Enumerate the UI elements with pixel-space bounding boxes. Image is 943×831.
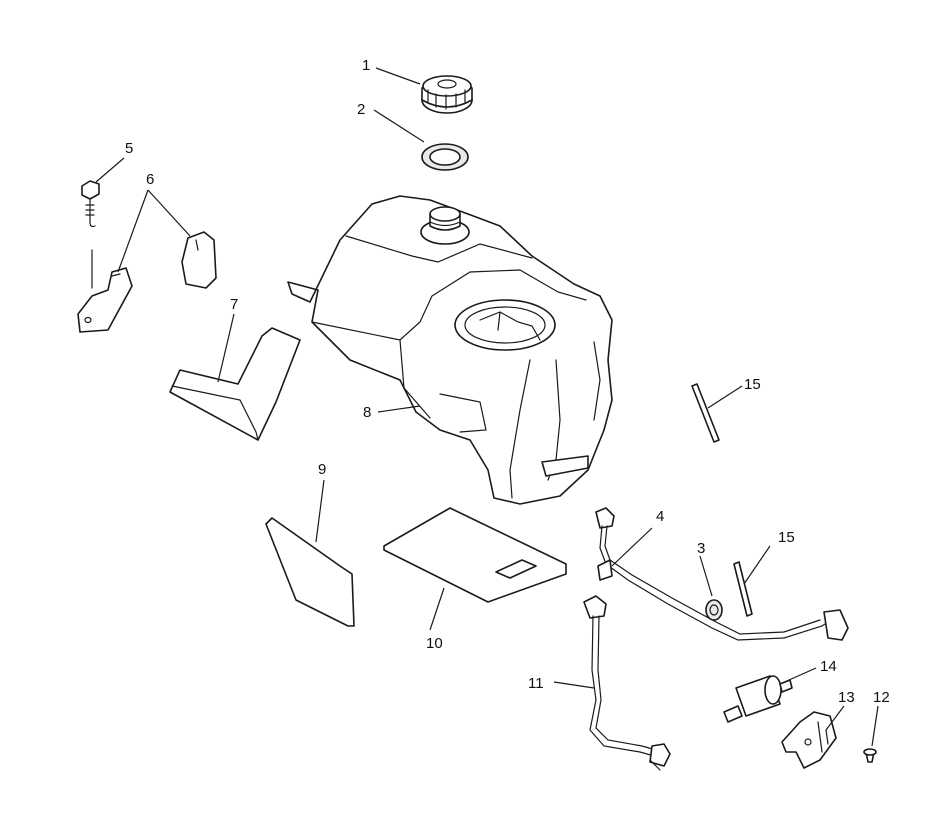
callout-15-upper: 15 xyxy=(744,376,761,393)
fuel-tank xyxy=(287,195,613,505)
callout-6: 6 xyxy=(146,171,154,188)
fuel-line-supply xyxy=(583,595,671,771)
fuel-cap xyxy=(421,75,473,114)
callout-13: 13 xyxy=(838,689,855,706)
callout-9: 9 xyxy=(318,461,326,478)
callout-4: 4 xyxy=(656,508,664,525)
vent-tube-upper xyxy=(691,383,720,443)
vent-tube-lower xyxy=(733,561,753,617)
callout-3: 3 xyxy=(697,540,705,557)
mounting-bolt xyxy=(81,180,100,228)
callout-15-lower: 15 xyxy=(778,529,795,546)
callout-12: 12 xyxy=(873,689,890,706)
callout-7: 7 xyxy=(230,296,238,313)
callout-5: 5 xyxy=(125,140,133,157)
mounting-brackets xyxy=(77,231,217,333)
fuel-filter xyxy=(723,675,793,723)
heat-shield-plate xyxy=(383,507,567,603)
callout-1: 1 xyxy=(362,57,370,74)
fuel-line-return xyxy=(595,507,849,641)
callout-2: 2 xyxy=(357,101,365,118)
filter-bracket xyxy=(781,711,837,769)
callout-14: 14 xyxy=(820,658,837,675)
callout-8: 8 xyxy=(363,404,371,421)
callout-11: 11 xyxy=(528,675,544,692)
grommet xyxy=(705,599,723,621)
tank-pad-l-shaped xyxy=(169,327,301,441)
cap-gasket xyxy=(421,143,469,171)
screw xyxy=(863,748,877,763)
callout-10: 10 xyxy=(426,635,443,652)
tank-pad-rectangular xyxy=(265,517,355,627)
leader-lines xyxy=(95,67,879,747)
